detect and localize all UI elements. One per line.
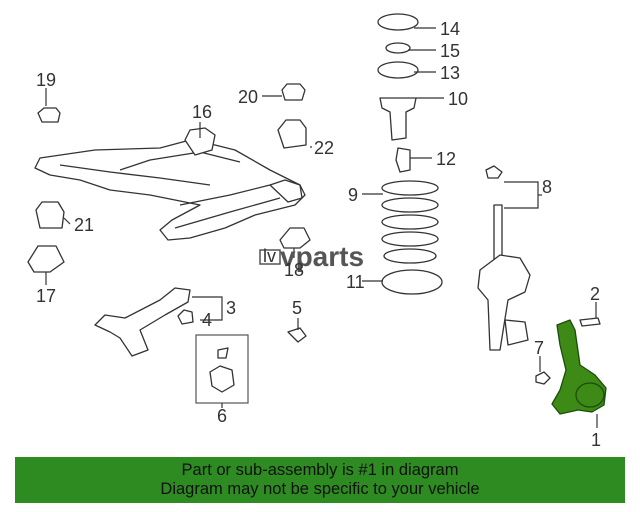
parts-diagram: lv vparts 14 15 13 10 12 9 11 8 20 16 19… xyxy=(27,13,607,450)
callout-11: 11 xyxy=(346,272,365,292)
seat-15-part xyxy=(385,42,411,54)
boot-12-part xyxy=(395,147,411,173)
callout-7: 7 xyxy=(534,338,544,358)
bolt-2-part xyxy=(579,317,601,327)
info-banner: Part or sub-assembly is #1 in diagram Di… xyxy=(15,457,625,503)
nut-7-part xyxy=(535,371,551,385)
callout-10: 10 xyxy=(448,89,468,109)
mount-18-part xyxy=(279,227,311,249)
callout-6: 6 xyxy=(217,406,227,426)
callout-8: 8 xyxy=(542,177,552,197)
callout-12: 12 xyxy=(436,149,456,169)
callout-16: 16 xyxy=(192,102,212,122)
mount-20-part xyxy=(281,83,306,101)
mount-14-part xyxy=(377,13,419,31)
strut-assembly-part xyxy=(477,165,531,351)
insulator-13-part xyxy=(377,61,419,79)
callout-21: 21 xyxy=(74,215,94,235)
callout-5: 5 xyxy=(292,298,302,318)
mount-19-part xyxy=(37,107,61,123)
callout-1: 1 xyxy=(591,430,601,450)
callout-18: 18 xyxy=(284,260,304,280)
logo-text: vparts xyxy=(280,241,364,272)
spring-seat-11-part xyxy=(381,269,443,295)
bracket-5-part xyxy=(287,327,307,343)
mount-17-part xyxy=(27,245,65,273)
vparts-logo: lv vparts xyxy=(259,241,364,272)
callout-4: 4 xyxy=(202,310,212,330)
mount-22-part xyxy=(277,119,307,149)
lower-arm-part xyxy=(94,287,191,357)
callout-20: 20 xyxy=(238,87,258,107)
callout-2: 2 xyxy=(590,284,600,304)
callout-15: 15 xyxy=(440,41,460,61)
logo-mark: lv xyxy=(263,246,276,266)
callout-17: 17 xyxy=(36,286,56,306)
coil-spring-part xyxy=(381,180,439,264)
callout-13: 13 xyxy=(440,63,460,83)
callout-22: 22 xyxy=(314,138,334,158)
bushing-4-part xyxy=(177,309,194,325)
bumper-10-part xyxy=(379,97,417,141)
callout-9: 9 xyxy=(348,185,358,205)
callout-3: 3 xyxy=(226,298,236,318)
ball-joint-part xyxy=(209,365,235,393)
banner-line-1: Part or sub-assembly is #1 in diagram xyxy=(181,461,459,479)
subframe-part xyxy=(34,127,306,241)
mount-21-part xyxy=(35,201,65,229)
callout-19: 19 xyxy=(36,70,56,90)
callout-14: 14 xyxy=(440,19,460,39)
banner-line-2: Diagram may not be specific to your vehi… xyxy=(160,480,480,498)
